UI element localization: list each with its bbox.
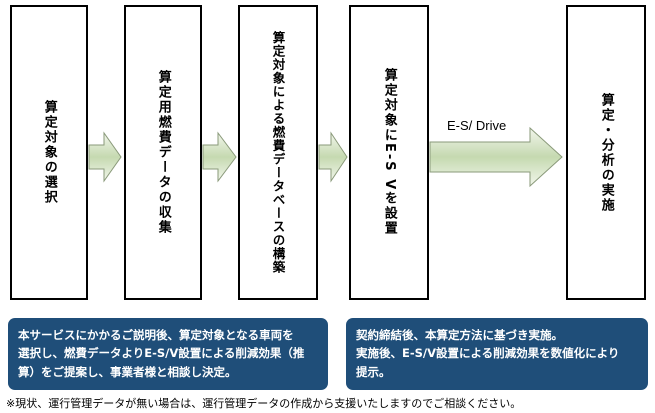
note-line: 実施後、E-S/V設置による削減効果を数値化により [356,346,620,361]
step-label: 算定・分析の実施 [598,92,614,213]
drive-label: E-S/ Drive [447,118,507,133]
step-label: 算定対象にE-S Vを設置 [381,68,397,237]
step-label: 算定対象による燃費データベースの構築 [270,31,286,274]
arrow-right-icon [318,131,348,183]
note-line: 提示。 [356,364,391,379]
note-line: 本サービスにかかるご説明後、算定対象となる車両を [18,328,294,342]
footnote: ※現状、運行管理データが無い場合は、運行管理データの作成から支援いたしますのでご… [6,397,522,410]
note-line: 選択し、燃費データよりE-S/V設置による削減効果（推 [18,346,305,361]
step-box-build-database: 算定対象による燃費データベースの構築 [238,5,318,300]
note-line: 算）をご提案し、事業者様と相談し決定。 [18,364,237,379]
arrow-right-icon [202,131,237,183]
long-arrow-right-icon [429,126,563,188]
step-label: 算定対象の選択 [41,100,57,205]
note-box-proposal: 本サービスにかかるご説明後、算定対象となる車両を 選択し、燃費データよりE-S/… [8,318,328,390]
step-box-analysis: 算定・分析の実施 [566,5,646,300]
note-line: 契約締結後、本算定方法に基づき実施。 [356,328,563,342]
step-box-select-target: 算定対象の選択 [10,5,88,300]
step-box-install-esv: 算定対象にE-S Vを設置 [349,5,429,300]
arrow-right-icon [88,131,122,183]
step-box-collect-data: 算定用燃費データの収集 [124,5,202,300]
step-label: 算定用燃費データの収集 [155,70,171,235]
note-box-implementation: 契約締結後、本算定方法に基づき実施。 実施後、E-S/V設置による削減効果を数値… [346,318,648,390]
